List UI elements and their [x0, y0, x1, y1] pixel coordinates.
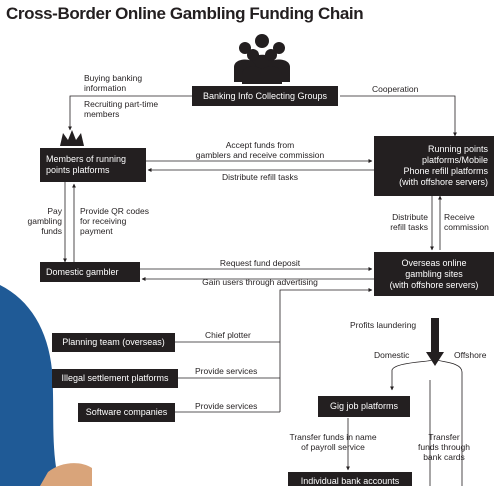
label-chief-plotter: Chief plotter [205, 330, 251, 340]
label-provide-services-1: Provide services [195, 366, 258, 376]
node-illegal-settlement: Illegal settlement platforms [52, 369, 178, 388]
node-illegal-settlement-label: Illegal settlement platforms [61, 373, 169, 383]
node-bank-groups: Banking Info Collecting Groups [192, 86, 338, 106]
people-group-icon [234, 34, 290, 84]
label-pay-funds: Pay gambling funds [27, 206, 63, 236]
page-title: Cross-Border Online Gambling Funding Cha… [6, 4, 364, 23]
label-distribute-refill: Distribute refill tasks [221, 172, 299, 182]
node-software: Software companies [78, 403, 175, 422]
label-domestic: Domestic [374, 350, 410, 360]
node-overseas-sites-label: Overseas online gambling sites (with off… [389, 257, 479, 290]
label-transfer-payroll: Transfer funds in name of payroll servic… [289, 432, 377, 452]
crown-icon [60, 130, 84, 146]
node-gig-job-label: Gig job platforms [329, 401, 399, 411]
node-bank-accounts: Individual bank accounts [288, 472, 412, 486]
node-bank-accounts-label: Individual bank accounts [300, 476, 400, 486]
label-cooperation: Cooperation [372, 84, 419, 94]
label-accept-funds: Accept funds from gamblers and receive c… [195, 140, 325, 160]
node-members: Members of running points platforms [40, 148, 146, 182]
figure-silhouette [0, 285, 60, 486]
label-transfer-cards: Transfer funds through bank cards [418, 432, 470, 462]
figure-hand [40, 463, 92, 486]
node-gig-job: Gig job platforms [318, 396, 410, 417]
node-running-points-label: Running points platforms/Mobile Phone re… [399, 144, 488, 187]
label-gain-users: Gain users through advertising [202, 277, 318, 287]
node-planning-team-label: Planning team (overseas) [62, 337, 165, 347]
label-distribute-tasks: Distribute refill tasks [390, 212, 428, 232]
label-request-deposit: Request fund deposit [219, 258, 301, 268]
label-profits: Profits laundering [350, 320, 417, 330]
label-receive-commission: Receive commission [444, 212, 489, 232]
node-overseas-sites: Overseas online gambling sites (with off… [374, 252, 494, 296]
label-buying-info: Buying banking information [84, 73, 143, 93]
node-domestic-gambler: Domestic gambler [40, 262, 140, 282]
node-running-points: Running points platforms/Mobile Phone re… [374, 136, 494, 196]
node-software-label: Software companies [85, 407, 168, 417]
label-provide-services-2: Provide services [195, 401, 258, 411]
node-domestic-gambler-label: Domestic gambler [46, 266, 119, 277]
node-members-label: Members of running points platforms [46, 154, 127, 175]
label-qr-codes: Provide QR codes for receiving payment [80, 206, 149, 236]
node-bank-groups-label: Banking Info Collecting Groups [202, 90, 328, 101]
node-planning-team: Planning team (overseas) [52, 333, 175, 352]
label-recruiting: Recruiting part-time members [84, 99, 159, 119]
label-offshore: Offshore [454, 350, 487, 360]
